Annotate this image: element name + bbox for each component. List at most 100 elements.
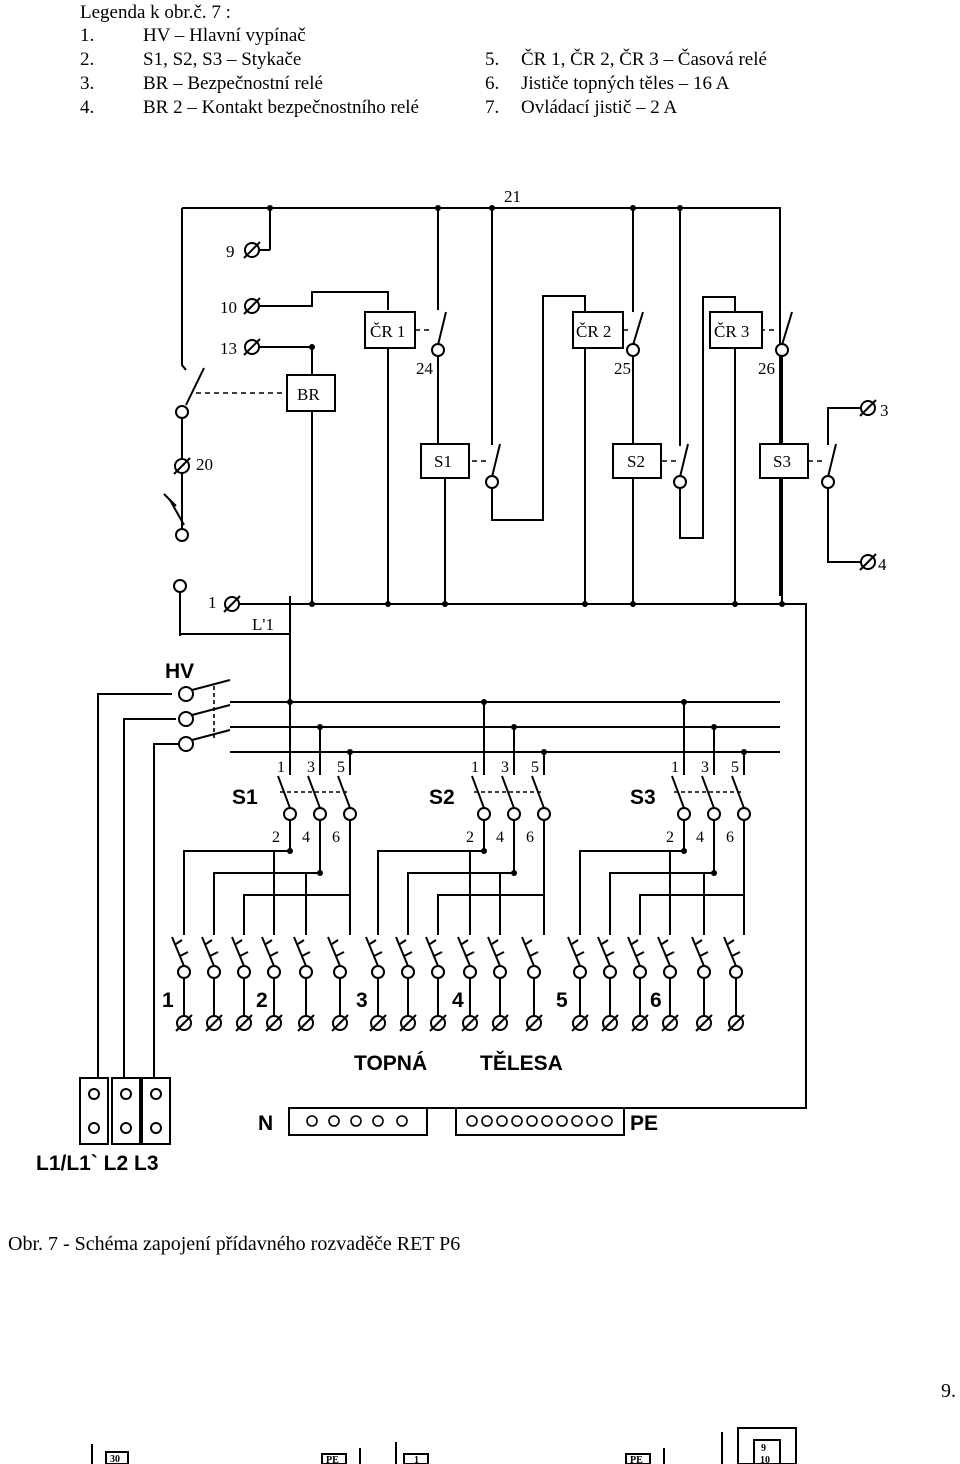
terminal-4: 4	[878, 555, 887, 574]
heater-label-1: TOPNÁ	[354, 1052, 427, 1075]
legend-item-num: 1.	[80, 25, 95, 46]
breaker	[201, 936, 223, 1032]
legend-item-text: BR – Bezpečnostní relé	[143, 73, 323, 94]
line-label: L'1	[252, 615, 274, 634]
pole-top-label: 3	[701, 759, 709, 776]
main-switch-label: HV	[165, 660, 194, 683]
breaker	[261, 936, 283, 1032]
terminal-3: 3	[880, 401, 889, 420]
terminal-10: 10	[220, 298, 237, 317]
legend-item-4: 4. BR 2 – Kontakt bezpečnostního relé	[80, 97, 419, 119]
pole-bottom-label: 6	[526, 829, 534, 846]
breaker	[425, 936, 447, 1032]
pole-bottom-label: 4	[496, 829, 504, 846]
relay-br-label: BR	[297, 385, 320, 404]
pole-bottom-label: 6	[726, 829, 734, 846]
breaker	[395, 936, 417, 1032]
terminal-24: 24	[416, 359, 434, 378]
terminal-hole	[328, 1115, 340, 1127]
heater-group-label: 3	[356, 989, 368, 1012]
breaker	[567, 936, 589, 1032]
terminal-hole	[350, 1115, 362, 1127]
pole-top-label: 1	[277, 759, 285, 776]
pe-label: PE	[630, 1112, 658, 1135]
relay-cr3-label: ČR 3	[714, 322, 749, 341]
breaker	[365, 936, 387, 1032]
breaker	[327, 936, 349, 1032]
legend-item-num: 5.	[485, 49, 500, 70]
breaker	[723, 936, 745, 1032]
terminal-26: 26	[758, 359, 775, 378]
bottom-tag-9: 9	[761, 1443, 766, 1454]
legend-item-3: 3. BR – Bezpečnostní relé	[80, 73, 323, 95]
pole-bottom-label: 6	[332, 829, 340, 846]
breaker	[597, 936, 619, 1032]
legend-item-text: ČR 1, ČR 2, ČR 3 – Časová relé	[521, 49, 767, 70]
legend-item-6: 6. Jističe topných těles – 16 A	[485, 73, 729, 95]
pole-top-label: 3	[501, 759, 509, 776]
legend-item-text: Jističe topných těles – 16 A	[521, 73, 730, 94]
legend-item-num: 4.	[80, 97, 95, 118]
legend-item-num: 7.	[485, 97, 500, 118]
pole-bottom-label: 4	[302, 829, 310, 846]
contactor-s3-label: S3	[630, 786, 656, 809]
terminal-hole	[466, 1115, 478, 1127]
bottom-tag-1: 1	[414, 1455, 419, 1464]
legend-item-text: Ovládací jistič – 2 A	[521, 97, 678, 118]
breaker	[657, 936, 679, 1032]
legend-item-text: BR 2 – Kontakt bezpečnostního relé	[143, 97, 419, 118]
terminal-hole	[526, 1115, 538, 1127]
breaker	[231, 936, 253, 1032]
heater-group-label: 5	[556, 989, 568, 1012]
pole-top-label: 1	[671, 759, 679, 776]
bottom-tag-10: 10	[760, 1455, 770, 1464]
terminal-hole	[496, 1115, 508, 1127]
relay-cr2-label: ČR 2	[576, 322, 611, 341]
pole-bottom-label: 2	[666, 829, 674, 846]
legend-item-text: S1, S2, S3 – Stykače	[143, 49, 302, 70]
terminal-9: 9	[226, 242, 235, 261]
relay-s1-label: S1	[434, 452, 452, 471]
breaker	[457, 936, 479, 1032]
heater-group-label: 2	[256, 989, 268, 1012]
heater-label-2: TĚLESA	[480, 1051, 563, 1075]
terminal-hole	[571, 1115, 583, 1127]
heater-group-label: 4	[452, 989, 464, 1012]
legend-item-text: HV – Hlavní vypínač	[143, 25, 306, 46]
legend-item-7: 7. Ovládací jistič – 2 A	[485, 97, 677, 119]
bottom-tag-pe-2: PE	[630, 1455, 643, 1464]
breaker	[627, 936, 649, 1032]
pole-top-label: 1	[471, 759, 479, 776]
terminal-hole	[306, 1115, 318, 1127]
relay-cr1-label: ČR 1	[370, 322, 405, 341]
bottom-tag-30: 30	[110, 1454, 120, 1464]
pole-bottom-label: 4	[696, 829, 704, 846]
contactor-s2-label: S2	[429, 786, 455, 809]
heater-group-label: 6	[650, 989, 662, 1012]
pole-top-label: 5	[731, 759, 739, 776]
pole-top-label: 3	[307, 759, 315, 776]
terminal-hole	[541, 1115, 553, 1127]
neutral-label: N	[258, 1112, 273, 1135]
bottom-tag-pe: PE	[326, 1455, 339, 1464]
legend-item-2: 2. S1, S2, S3 – Stykače	[80, 49, 301, 71]
terminal-1: 1	[208, 593, 217, 612]
terminal-25: 25	[614, 359, 631, 378]
contactor-s1-label: S1	[232, 786, 258, 809]
terminal-13: 13	[220, 339, 237, 358]
relay-s2-label: S2	[627, 452, 645, 471]
breaker	[293, 936, 315, 1032]
terminal-hole	[601, 1115, 613, 1127]
legend-item-num: 3.	[80, 73, 95, 94]
terminal-hole	[396, 1115, 408, 1127]
legend-item-num: 2.	[80, 49, 95, 70]
terminal-hole	[556, 1115, 568, 1127]
breaker	[487, 936, 509, 1032]
legend-item-1: 1. HV – Hlavní vypínač	[80, 25, 306, 47]
terminal-21: 21	[504, 187, 521, 206]
page-number: 9.	[941, 1380, 956, 1402]
legend-title: Legenda k obr.č. 7 :	[80, 2, 231, 23]
pole-bottom-label: 2	[272, 829, 280, 846]
legend-item-num: 6.	[485, 73, 500, 94]
